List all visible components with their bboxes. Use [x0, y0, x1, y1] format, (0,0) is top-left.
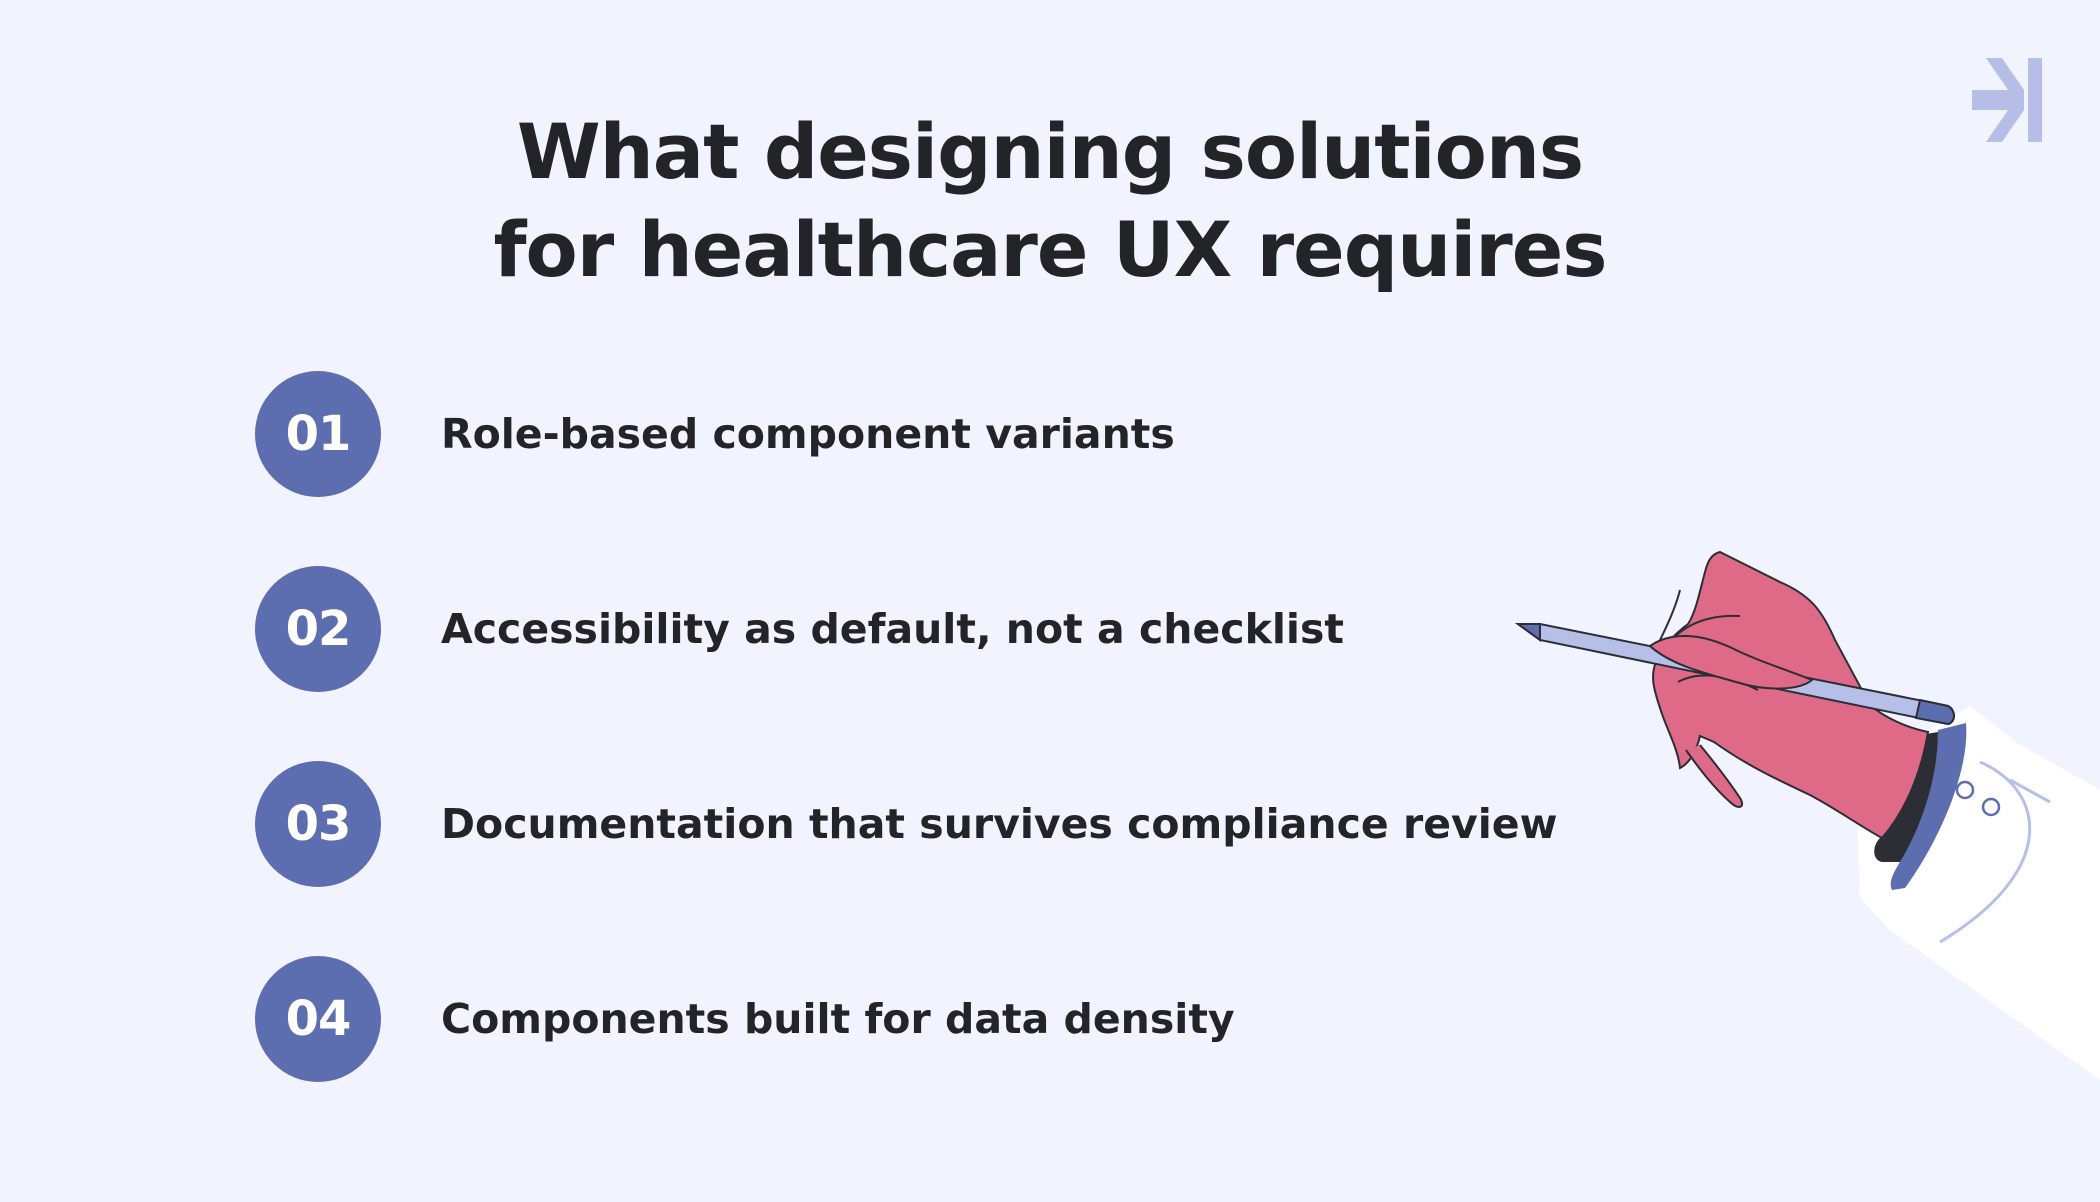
sleeve-fold-line	[1939, 760, 2032, 944]
list-item: 03 Documentation that survives complianc…	[255, 761, 1655, 887]
arrow-right-to-bar-icon	[1972, 58, 2042, 142]
number-badge: 04	[255, 956, 381, 1082]
finger-shape	[1685, 744, 1744, 808]
item-label: Components built for data density	[441, 995, 1235, 1043]
pen-tip	[1514, 623, 1541, 642]
number-badge: 02	[255, 566, 381, 692]
sleeve-seam-line	[2009, 778, 2051, 804]
list-item: 02 Accessibility as default, not a check…	[255, 566, 1655, 692]
hand-shape	[1652, 550, 1930, 840]
list-item: 04 Components built for data density	[255, 956, 1655, 1082]
button-icon	[1981, 797, 2001, 817]
pen-cap	[1914, 698, 1955, 726]
knuckle-line	[1659, 589, 1681, 641]
number-badge: 01	[255, 371, 381, 497]
number-badge: 03	[255, 761, 381, 887]
list-item: 01 Role-based component variants	[255, 371, 1655, 497]
button-icon	[1955, 780, 1975, 800]
hand-holding-pen-icon	[1514, 550, 2100, 1080]
cuff-shape	[1890, 723, 1967, 890]
item-label: Accessibility as default, not a checklis…	[441, 605, 1344, 653]
thumb-shape	[1648, 635, 1814, 690]
item-label: Role-based component variants	[441, 410, 1175, 458]
item-label: Documentation that survives compliance r…	[441, 800, 1558, 848]
page-title: What designing solutions for healthcare …	[0, 103, 2100, 299]
title-line-1: What designing solutions	[516, 107, 1584, 196]
title-line-2: for healthcare UX requires	[493, 205, 1607, 294]
